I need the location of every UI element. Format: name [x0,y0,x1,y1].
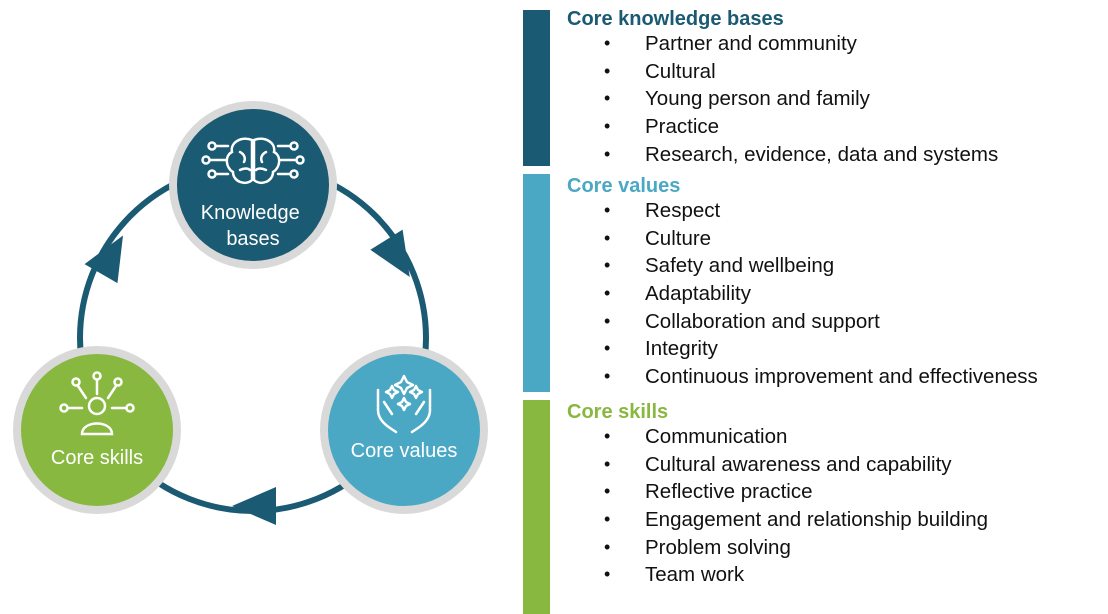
list-item: •Respect [604,199,721,222]
list-item: •Partner and community [604,32,857,55]
list-item: •Young person and family [604,87,870,111]
list-item: •Practice [604,115,720,139]
cycle-arrow-knowledge-to-values [370,229,410,278]
bar-knowledge [523,10,550,166]
brain-network-icon [201,137,305,184]
list-item: •Team work [604,563,745,587]
list-item: •Research, evidence, data and systems [604,142,999,166]
list-item: •Culture [604,226,712,250]
node-core-skills: Core skills [13,346,181,514]
hands-sparkles-icon [376,374,432,434]
list-item: •Safety and wellbeing [604,254,835,278]
list-item: •Cultural [604,59,716,83]
list-item: •Integrity [604,337,718,361]
person-network-icon [59,371,135,436]
node-core-values: Core values [320,346,488,514]
section-core-skills: Core skills •Communication •Cultural awa… [567,401,1108,589]
list-item: •Collaboration and support [604,309,880,333]
list-item: •Problem solving [604,535,791,559]
section-title-values: Core values [567,175,681,197]
list-item: •Communication [604,425,788,448]
svg-text:Core values: Core values [351,440,458,462]
list-item: •Adaptability [604,282,751,306]
bar-values [523,174,550,392]
node-values-label: Core values [351,440,458,462]
node-knowledge-bases: Knowledge bases [169,101,337,269]
node-skills-label: Core skills [51,447,143,469]
list-item: •Continuous improvement and effectivenes… [604,365,1038,389]
section-title-skills: Core skills [567,401,669,423]
section-core-knowledge-bases: Core knowledge bases •Partner and commun… [567,8,1108,168]
svg-text:Core skills: Core skills [51,447,143,469]
node-knowledge-label-line1: Knowledge [201,202,300,224]
list-item: •Engagement and relationship building [604,508,989,532]
node-knowledge-label-line2: bases [226,228,279,250]
svg-text:Knowledge bases: Knowledge bases [201,202,306,250]
cycle-diagram: Knowledge bases Core values [13,101,488,525]
bar-skills [523,400,550,614]
section-title-knowledge: Core knowledge bases [567,8,784,30]
list-item: •Cultural awareness and capability [604,452,952,476]
section-core-values: Core values •Respect •Culture •Safety an… [567,175,1108,391]
cycle-arrow-skills-to-knowledge [84,235,123,284]
cycle-arrow-values-to-skills [232,487,276,525]
list-item: •Reflective practice [604,480,813,504]
